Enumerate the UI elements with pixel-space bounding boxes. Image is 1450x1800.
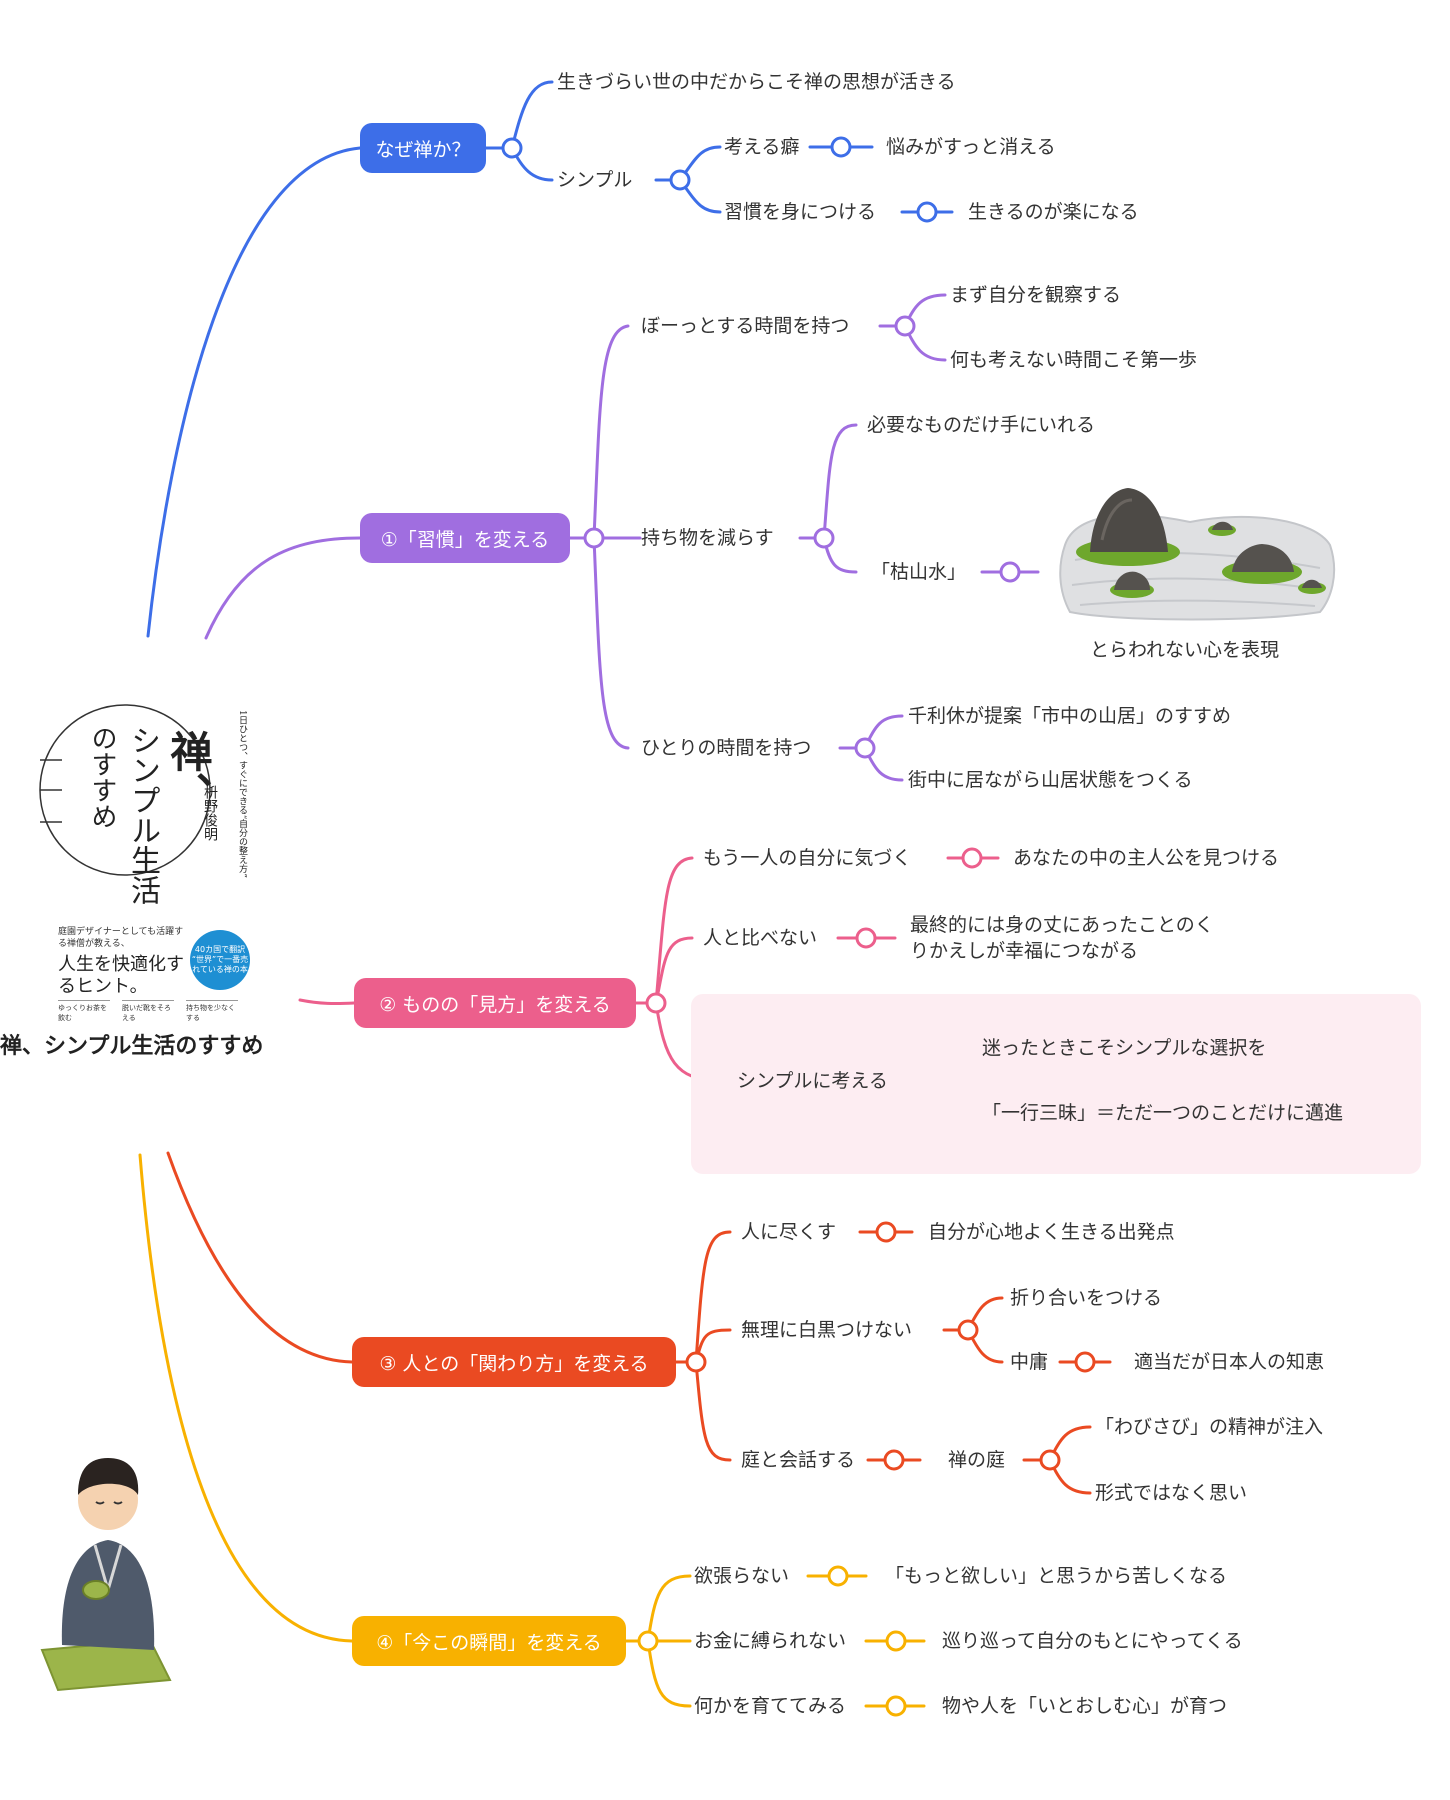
node-dot: [685, 1351, 707, 1373]
node-dot: [501, 137, 523, 159]
node-label[interactable]: 生きるのが楽になる: [968, 201, 1139, 223]
node-dot: [1074, 1351, 1096, 1373]
node-label[interactable]: 千利休が提案「市中の山居」のすすめ: [908, 705, 1232, 727]
node-label[interactable]: 人と比べない: [703, 927, 818, 949]
book-cover-strip: 脱いだ靴をそろえる: [122, 1000, 174, 1023]
node-label[interactable]: 最終的には身の丈にあったことのくりかえしが幸福につながる: [910, 914, 1214, 962]
highlight-box: [691, 994, 1421, 1174]
node-label[interactable]: 「一行三昧」＝ただ一つのことだけに邁進: [982, 1102, 1344, 1124]
node-label[interactable]: 自分が心地よく生きる出発点: [928, 1221, 1175, 1243]
node-dot: [961, 847, 983, 869]
book-cover-tagline: 1日ひとつ、すぐにできる“自分の整え方”: [237, 710, 247, 878]
node-dot: [894, 315, 916, 337]
book-cover-headline: 人生を快適化するヒント。: [58, 954, 184, 997]
node-label[interactable]: 迷ったときこそシンプルな選択を: [982, 1037, 1267, 1059]
node-label[interactable]: 街中に居ながら山居状態をつくる: [908, 769, 1193, 791]
node-dot: [637, 1630, 659, 1652]
node-label[interactable]: ぼーっとする時間を持つ: [641, 315, 850, 337]
node-label[interactable]: 庭と会話する: [741, 1449, 856, 1471]
book-cover-blurb: 庭園デザイナーとしても活躍する禅僧が教える、: [58, 927, 184, 949]
book-cover-author: 枡野俊明: [202, 785, 218, 841]
node-dot: [885, 1630, 907, 1652]
book-cover-title: 禅、: [164, 730, 213, 814]
node-label[interactable]: 折り合いをつける: [1010, 1287, 1163, 1309]
node-label[interactable]: 「もっと欲しい」と思うから苦しくなる: [885, 1565, 1228, 1587]
node-label[interactable]: あなたの中の主人公を見つける: [1013, 847, 1280, 869]
book-cover-title: シンプル生活: [125, 725, 160, 905]
node-label[interactable]: まず自分を観察する: [950, 284, 1122, 306]
node-dot: [669, 169, 691, 191]
node-label[interactable]: 適当だが日本人の知恵: [1134, 1351, 1325, 1373]
node-label[interactable]: ひとりの時間を持つ: [641, 737, 812, 759]
node-label[interactable]: 「枯山水」: [871, 561, 967, 583]
node-label[interactable]: 習慣を身につける: [724, 201, 877, 223]
node-dot: [916, 201, 938, 223]
branch-habit[interactable]: ①「習慣」を変える: [360, 513, 570, 563]
node-dot: [854, 737, 876, 759]
book-cover-strip: ゆっくりお茶を飲む: [58, 1000, 110, 1023]
branch-relation[interactable]: ③ 人との「関わり方」を変える: [352, 1337, 676, 1387]
node-label[interactable]: 欲張らない: [694, 1565, 790, 1587]
node-label[interactable]: 持ち物を減らす: [641, 527, 774, 549]
node-label[interactable]: もう一人の自分に気づく: [703, 847, 912, 869]
node-dot: [583, 527, 605, 549]
node-label[interactable]: お金に縛られない: [694, 1630, 847, 1652]
book-cover-title: のすすめ: [87, 725, 117, 829]
branch-view[interactable]: ② ものの「見方」を変える: [354, 978, 636, 1028]
node-dot: [827, 1565, 849, 1587]
node-label[interactable]: 無理に白黒つけない: [741, 1319, 913, 1341]
node-dot: [855, 927, 877, 949]
node-dot: [1039, 1449, 1061, 1471]
image-caption: とらわれない心を表現: [1090, 639, 1280, 661]
node-dot: [883, 1449, 905, 1471]
rock-garden-illustration: [1059, 488, 1336, 621]
node-dot: [999, 561, 1021, 583]
book-cover: 禅、 シンプル生活 のすすめ 1日ひとつ、すぐにできる“自分の整え方” 枡野俊明…: [40, 700, 290, 1022]
node-label[interactable]: シンプルに考える: [737, 1070, 888, 1092]
meditating-person-illustration: [40, 1458, 172, 1692]
node-dot: [813, 527, 835, 549]
book-cover-strip: 持ち物を少なくする: [186, 1000, 238, 1023]
node-label[interactable]: シンプル: [557, 169, 633, 191]
node-label[interactable]: 生きづらい世の中だからこそ禅の思想が活きる: [557, 71, 956, 93]
node-dot: [875, 1221, 897, 1243]
node-label[interactable]: 人に尽くす: [741, 1221, 837, 1243]
node-dot: [957, 1319, 979, 1341]
node-dot: [885, 1695, 907, 1717]
book-cover-badge: 40カ国で翻訳 “世界”で一番売れている禅の本: [190, 930, 250, 990]
node-label[interactable]: 物や人を「いとおしむ心」が育つ: [942, 1695, 1228, 1717]
branch-why[interactable]: なぜ禅か？: [360, 123, 486, 173]
node-dot: [645, 992, 667, 1014]
node-dot: [830, 136, 852, 158]
node-label[interactable]: 禅の庭: [948, 1449, 1006, 1471]
node-label[interactable]: 形式ではなく思い: [1095, 1482, 1248, 1504]
node-label[interactable]: 何かを育ててみる: [694, 1695, 847, 1717]
node-label[interactable]: 巡り巡って自分のもとにやってくる: [942, 1630, 1243, 1652]
node-label[interactable]: 考える癖: [724, 136, 800, 158]
root-title: 禅、シンプル生活のすすめ: [0, 1034, 264, 1059]
node-label[interactable]: 中庸: [1010, 1351, 1049, 1373]
node-label[interactable]: 悩みがすっと消える: [886, 136, 1056, 158]
node-label[interactable]: 「わびさび」の精神が注入: [1095, 1416, 1324, 1438]
node-label[interactable]: 必要なものだけ手にいれる: [867, 414, 1096, 436]
node-label[interactable]: 何も考えない時間こそ第一歩: [950, 349, 1198, 371]
branch-now[interactable]: ④「今この瞬間」を変える: [352, 1616, 626, 1666]
